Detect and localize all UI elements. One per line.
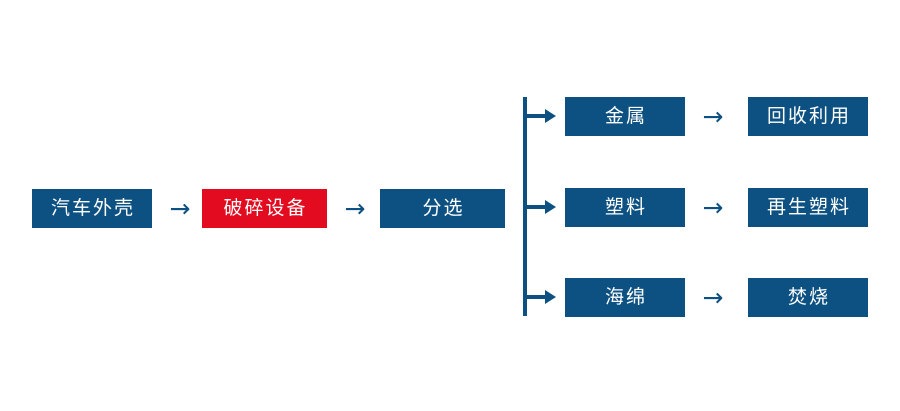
branch-arrow-head-icon-plastic (545, 200, 556, 214)
node-material-sponge[interactable]: 海绵 (565, 278, 685, 317)
branch-stub-metal (527, 114, 545, 118)
node-sorting[interactable]: 分选 (380, 189, 505, 228)
arrow-right-icon-metal: → (702, 102, 724, 131)
node-material-plastic[interactable]: 塑料 (565, 188, 685, 227)
node-input[interactable]: 汽车外壳 (32, 189, 152, 228)
branch-arrow-head-icon-sponge (545, 290, 556, 304)
arrow-right-icon-plastic: → (702, 193, 724, 222)
arrow-right-icon-chain-1: → (169, 194, 191, 223)
node-outcome-sponge[interactable]: 焚烧 (748, 278, 868, 317)
node-shredder[interactable]: 破碎设备 (202, 189, 327, 228)
node-outcome-metal[interactable]: 回收利用 (748, 97, 868, 136)
branch-stub-sponge (527, 295, 545, 299)
branch-trunk-line (523, 97, 527, 316)
arrow-right-icon-sponge: → (702, 283, 724, 312)
node-outcome-plastic[interactable]: 再生塑料 (748, 188, 868, 227)
arrow-right-icon-chain-2: → (344, 194, 366, 223)
node-material-metal[interactable]: 金属 (565, 97, 685, 136)
branch-arrow-head-icon-metal (545, 109, 556, 123)
branch-stub-plastic (527, 205, 545, 209)
